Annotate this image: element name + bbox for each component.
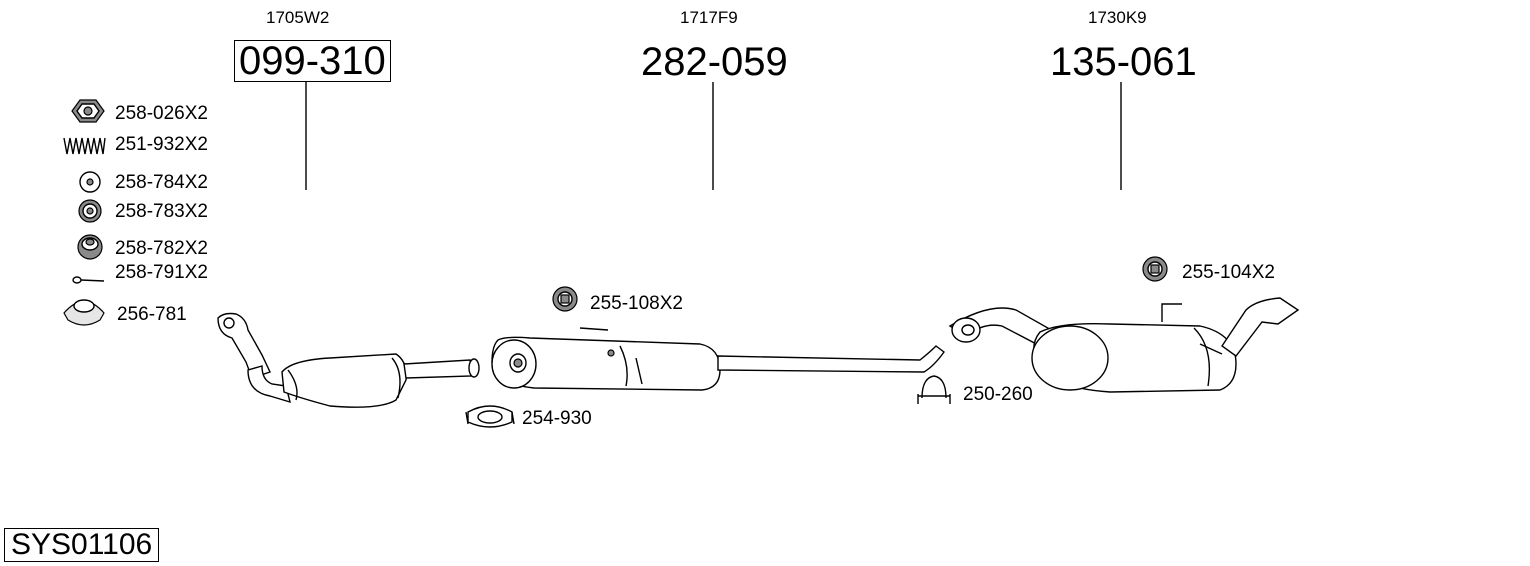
front-pipe-catalytic-converter[interactable] [217, 312, 480, 408]
middle-muffler[interactable] [491, 327, 945, 391]
part-number-middle[interactable]: 282-059 [641, 40, 788, 84]
clamp-icon-rear [917, 375, 951, 404]
rear-muffler[interactable] [948, 297, 1300, 393]
part-number-front[interactable]: 099-310 [234, 40, 391, 82]
bolt-icon [72, 276, 105, 284]
accessory-label-clamp-rear[interactable]: 250-260 [963, 384, 1033, 405]
part-number-rear[interactable]: 135-061 [1050, 40, 1197, 84]
hex-nut-icon [71, 99, 105, 123]
hanger-icon-rear [1142, 256, 1168, 282]
section-ref-middle: 1717F9 [680, 8, 738, 27]
accessory-label-bolt[interactable]: 258-791X2 [115, 262, 208, 283]
accessory-label-nut[interactable]: 258-026X2 [115, 103, 208, 124]
spring-icon [63, 137, 106, 155]
rubber-ring-icon [78, 199, 102, 223]
washer-icon [79, 171, 101, 193]
rubber-mount-icon [77, 234, 103, 260]
accessory-label-hanger-mid[interactable]: 255-108X2 [590, 293, 683, 314]
clamp-icon-front [465, 405, 515, 428]
gasket-icon [63, 299, 105, 326]
accessory-label-gasket[interactable]: 256-781 [117, 304, 187, 325]
accessory-label-spring[interactable]: 251-932X2 [115, 134, 208, 155]
system-code: SYS01106 [4, 528, 160, 562]
accessory-label-rubber-ring-a[interactable]: 258-783X2 [115, 201, 208, 222]
hanger-icon-mid [552, 286, 578, 312]
accessory-label-rubber-ring-b[interactable]: 258-782X2 [115, 238, 208, 259]
accessory-label-clamp-front[interactable]: 254-930 [522, 408, 592, 429]
accessory-label-hanger-rear[interactable]: 255-104X2 [1182, 262, 1275, 283]
section-ref-front: 1705W2 [266, 8, 330, 27]
section-ref-rear: 1730K9 [1088, 8, 1147, 27]
accessory-label-washer[interactable]: 258-784X2 [115, 172, 208, 193]
